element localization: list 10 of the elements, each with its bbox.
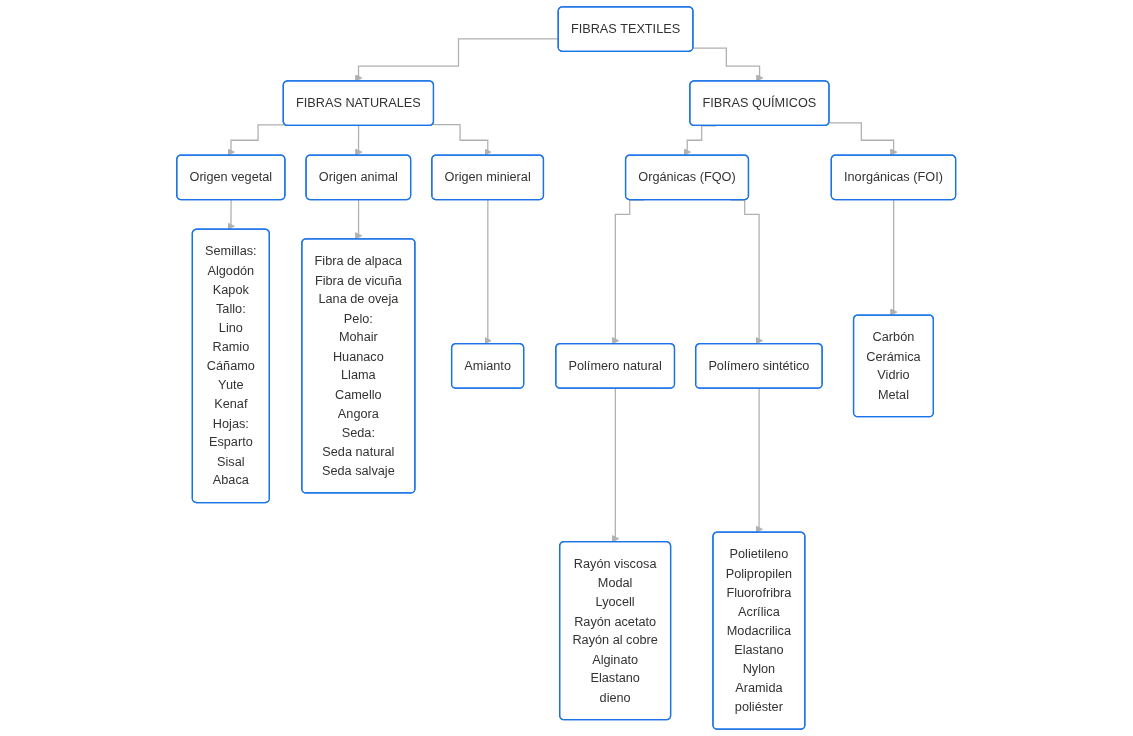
arrow xyxy=(890,199,898,316)
arrow xyxy=(432,124,492,156)
arrow xyxy=(227,199,236,230)
arrow xyxy=(612,387,620,543)
arrow xyxy=(355,199,363,240)
arrow xyxy=(755,387,764,533)
arrow xyxy=(828,122,898,156)
arrow xyxy=(484,199,493,345)
arrow xyxy=(355,125,363,156)
arrow xyxy=(227,124,287,156)
